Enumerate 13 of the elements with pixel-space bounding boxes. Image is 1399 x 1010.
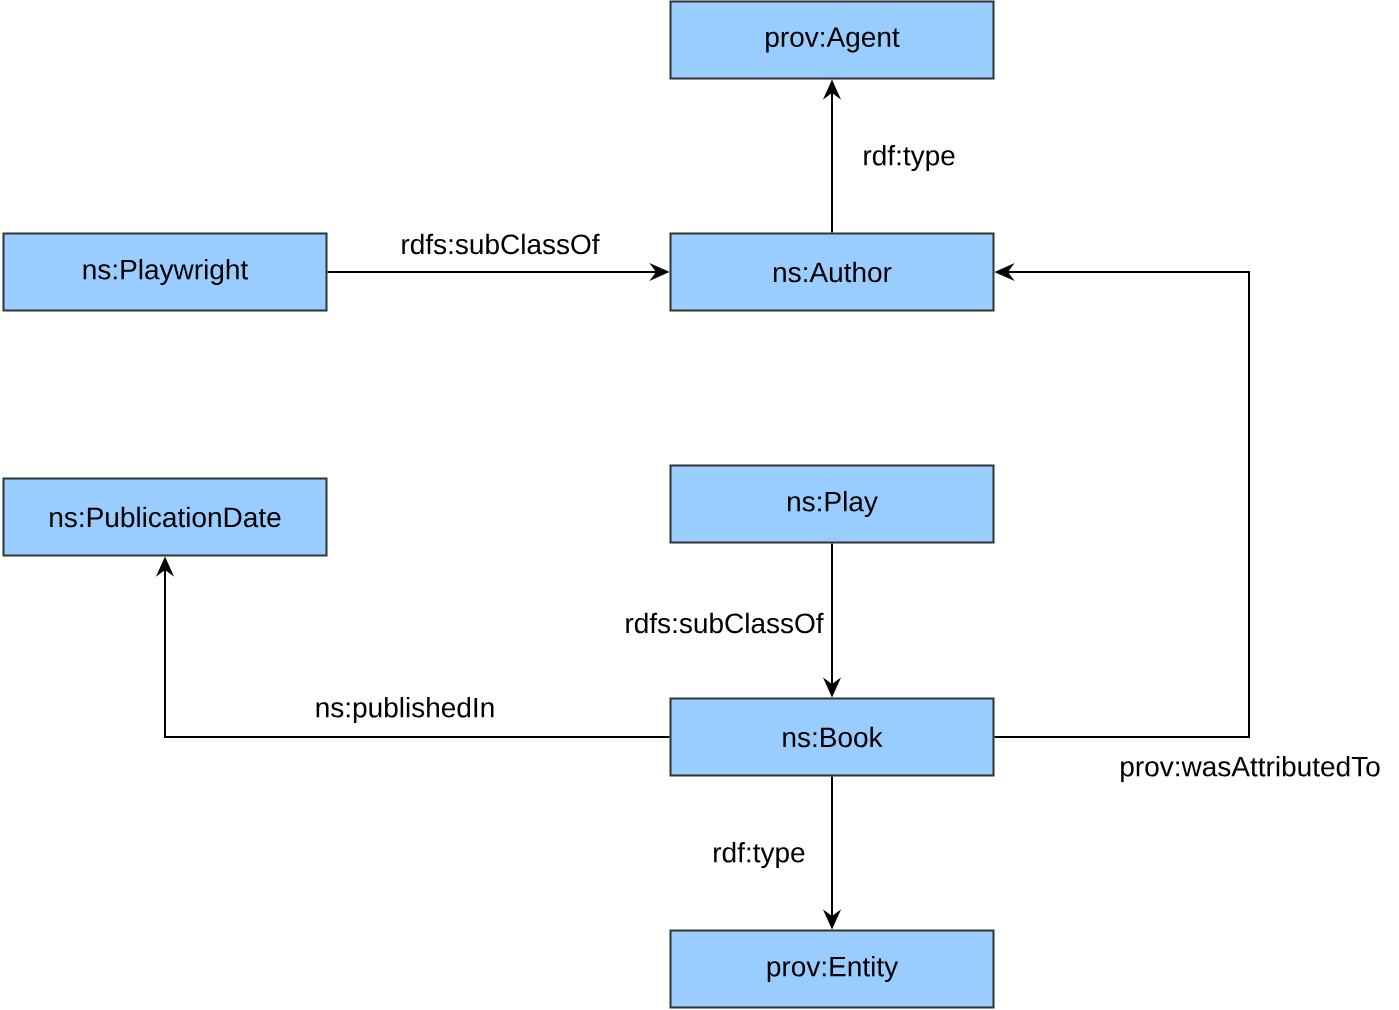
class-box: ns:Play	[669, 464, 995, 544]
class-box: ns:Book	[669, 697, 995, 777]
edge-label: rdf:type	[860, 142, 958, 174]
edge-label: rdfs:subClassOf	[398, 231, 602, 257]
class-box: ns:PublicationDate	[2, 477, 328, 557]
edge-label: rdfs:subClassOf	[622, 610, 826, 636]
class-box: ns:Author	[669, 232, 995, 312]
class-box: prov:Entity	[669, 929, 995, 1009]
edge-label: ns:publishedIn	[312, 694, 498, 726]
edge-label: prov:wasAttributedTo	[1117, 753, 1383, 785]
class-box: ns:Playwright	[2, 232, 328, 312]
class-box: prov:Agent	[669, 0, 995, 80]
edge-label: rdf:type	[710, 839, 808, 871]
